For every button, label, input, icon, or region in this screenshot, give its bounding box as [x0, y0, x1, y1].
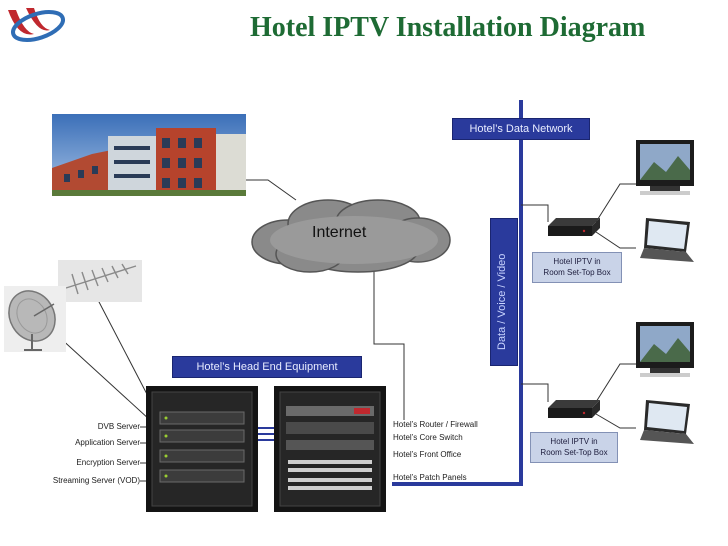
stb-label-top: Hotel IPTV in Room Set-Top Box	[532, 252, 622, 283]
data-voice-video-bar	[490, 218, 518, 366]
logo-icon	[8, 8, 66, 42]
network-rack-icon	[274, 386, 386, 512]
internet-label: Internet	[312, 224, 367, 241]
tv-monitor-icon	[636, 322, 694, 377]
head-end-label: Hotel’s Head End Equipment	[172, 356, 362, 378]
server-label-encryption: Encryption Server	[76, 458, 140, 467]
antenna-icon	[58, 260, 142, 302]
satellite-dish-icon	[4, 286, 66, 352]
set-top-box-icon	[548, 400, 600, 418]
page-title: Hotel IPTV Installation Diagram	[250, 12, 646, 43]
set-top-box-icon	[548, 218, 600, 236]
server-label-application: Application Server	[75, 438, 140, 447]
server-label-streaming: Streaming Server (VOD)	[52, 476, 140, 485]
laptop-icon	[640, 400, 694, 444]
data-voice-video-label: Data / Voice / Video	[496, 253, 508, 350]
equip-label-patch-panels: Hotel’s Patch Panels	[393, 473, 467, 482]
server-rack-icon	[146, 386, 258, 512]
equip-label-core-switch: Hotel’s Core Switch	[393, 433, 463, 442]
stb-label-bottom: Hotel IPTV in Room Set-Top Box	[530, 432, 618, 463]
backbone-line	[392, 100, 523, 486]
data-network-label: Hotel’s Data Network	[452, 118, 590, 140]
internet-cloud-icon	[251, 199, 451, 273]
server-label-dvb: DVB Server	[97, 422, 140, 431]
hotel-building-image	[52, 114, 246, 196]
tv-monitor-icon	[636, 140, 694, 195]
equip-label-router: Hotel’s Router / Firewall	[393, 420, 478, 429]
laptop-icon	[640, 218, 694, 262]
equip-label-front-office: Hotel’s Front Office	[393, 450, 462, 459]
